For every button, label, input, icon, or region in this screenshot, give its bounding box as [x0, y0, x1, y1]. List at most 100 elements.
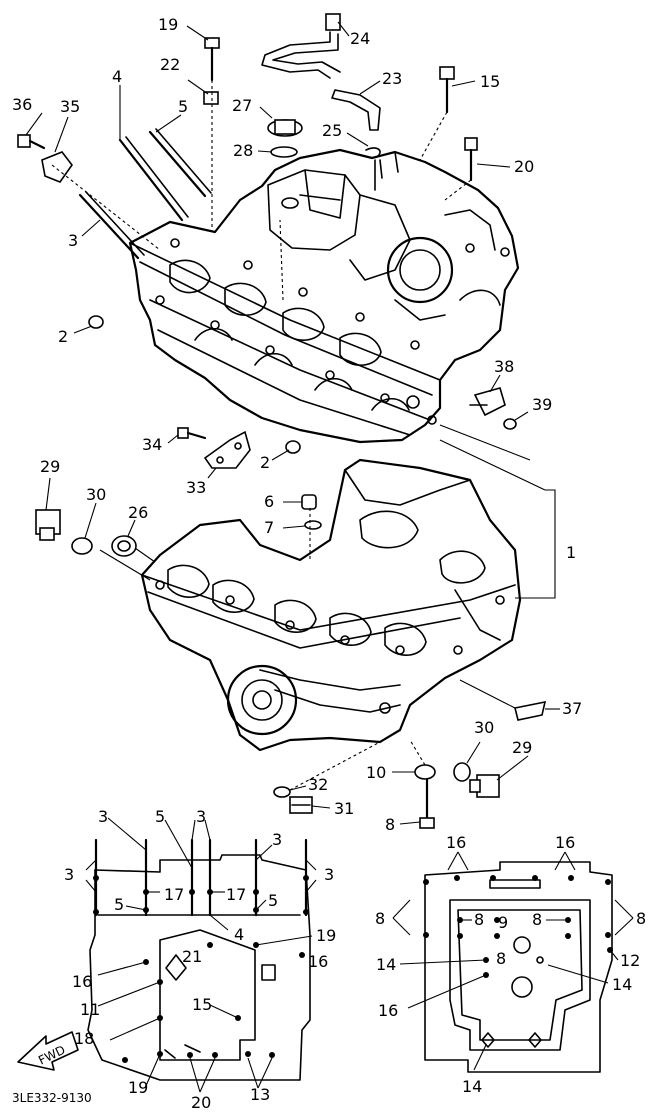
- callout-2: 2: [58, 327, 68, 346]
- filler-cap-27: [267, 119, 303, 137]
- leader-lines: [25, 21, 560, 825]
- inset-label-9: 9: [498, 913, 508, 932]
- callout-32: 32: [308, 775, 328, 794]
- callout-25: 25: [322, 121, 342, 140]
- callout-35: 35: [60, 97, 80, 116]
- inset-label-5: 5: [155, 807, 165, 826]
- inset-label-16: 16: [446, 833, 466, 852]
- callout-labels: 19 24 22 23 15 4 5 27 36 35 25 20 28 3 2…: [12, 15, 582, 834]
- callout-30: 30: [86, 485, 106, 504]
- callout-37: 37: [562, 699, 582, 718]
- upper-crankcase: [128, 148, 520, 444]
- bracket-35: [41, 151, 73, 183]
- o-ring-32: [273, 786, 291, 798]
- inset-label-19: 19: [316, 926, 336, 945]
- inset-label-14: 14: [376, 955, 396, 974]
- inset-label-16: 16: [555, 833, 575, 852]
- right-inset-bolt-pattern: [392, 851, 634, 1073]
- washer-22: [203, 91, 219, 105]
- dowel-6: [301, 494, 317, 510]
- callout-3: 3: [68, 231, 78, 250]
- stud-3: [78, 191, 145, 260]
- inset-label-8: 8: [532, 910, 542, 929]
- callout-27: 27: [232, 96, 252, 115]
- screw-34: [177, 427, 207, 440]
- bolt-15: [439, 66, 455, 114]
- inset-label-19: 19: [128, 1078, 148, 1097]
- callout-30: 30: [474, 718, 494, 737]
- inset-label-8: 8: [496, 949, 506, 968]
- inset-label-5: 5: [268, 891, 278, 910]
- inset-label-17: 17: [164, 885, 184, 904]
- bolt-20: [464, 137, 478, 182]
- callout-20: 20: [514, 157, 534, 176]
- inset-label-11: 11: [80, 1000, 100, 1019]
- plate-33: [203, 430, 251, 469]
- plug-31: [289, 796, 313, 814]
- callout-8: 8: [385, 815, 395, 834]
- callout-34: 34: [142, 435, 162, 454]
- inset-label-14: 14: [462, 1077, 482, 1096]
- right-inset-labels: 16 16 8 8 9 8 8 14 8 12 14 16 14: [375, 833, 646, 1096]
- clip-25: [365, 147, 381, 191]
- callout-10: 10: [366, 763, 386, 782]
- inset-label-3: 3: [272, 830, 282, 849]
- inset-label-16: 16: [378, 1001, 398, 1020]
- plug-29-left: [35, 509, 61, 541]
- callout-5: 5: [178, 97, 188, 116]
- callout-36: 36: [12, 95, 32, 114]
- stud-4: [118, 136, 189, 222]
- inset-label-5: 5: [114, 895, 124, 914]
- left-inset-bolt-pattern: [85, 817, 317, 1093]
- dowel-2-lower: [285, 440, 301, 454]
- callout-24: 24: [350, 29, 370, 48]
- inset-label-14: 14: [612, 975, 632, 994]
- inset-label-21: 21: [182, 947, 202, 966]
- washer-10: [414, 764, 436, 780]
- callout-28: 28: [233, 141, 253, 160]
- o-ring-30-left: [71, 537, 93, 555]
- clip-37: [514, 700, 547, 721]
- inset-label-16: 16: [308, 952, 328, 971]
- bolt-8: [419, 778, 435, 829]
- callout-4: 4: [112, 67, 122, 86]
- callout-33: 33: [186, 478, 206, 497]
- o-ring-7: [304, 520, 322, 530]
- inset-label-3: 3: [64, 865, 74, 884]
- callout-19: 19: [158, 15, 178, 34]
- callout-7: 7: [264, 518, 274, 537]
- callout-22: 22: [160, 55, 180, 74]
- callout-1: 1: [566, 543, 576, 562]
- inset-label-17: 17: [226, 885, 246, 904]
- inset-label-8: 8: [636, 909, 646, 928]
- o-ring-28: [270, 146, 298, 158]
- dowel-2-upper: [88, 315, 104, 329]
- inset-label-16: 16: [72, 972, 92, 991]
- left-inset-labels: 3 5 3 3 3 3 5 17 17 5 4 19 16 16 21 11 1…: [64, 807, 336, 1112]
- callout-23: 23: [382, 69, 402, 88]
- breather-hose-23: [261, 13, 381, 131]
- diagram-code: 3LE332-9130: [12, 1091, 92, 1105]
- inset-label-3: 3: [196, 807, 206, 826]
- switch-38: [469, 387, 506, 417]
- inset-label-15: 15: [192, 995, 212, 1014]
- inset-label-12: 12: [620, 951, 640, 970]
- inset-label-8: 8: [474, 910, 484, 929]
- inset-label-3: 3: [98, 807, 108, 826]
- callout-29: 29: [40, 457, 60, 476]
- callout-6: 6: [264, 492, 274, 511]
- inset-label-13: 13: [250, 1085, 270, 1104]
- lower-crankcase: [140, 458, 522, 752]
- bolt-19: [204, 37, 220, 82]
- o-ring-30-right: [453, 762, 471, 782]
- callout-38: 38: [494, 357, 514, 376]
- forward-arrow-icon: FWD: [17, 1031, 79, 1071]
- screw-36: [17, 134, 46, 150]
- inset-label-20: 20: [191, 1093, 211, 1112]
- callout-31: 31: [334, 799, 354, 818]
- callout-15: 15: [480, 72, 500, 91]
- stud-5: [148, 128, 212, 198]
- plug-26: [111, 535, 137, 557]
- inset-label-4: 4: [234, 925, 244, 944]
